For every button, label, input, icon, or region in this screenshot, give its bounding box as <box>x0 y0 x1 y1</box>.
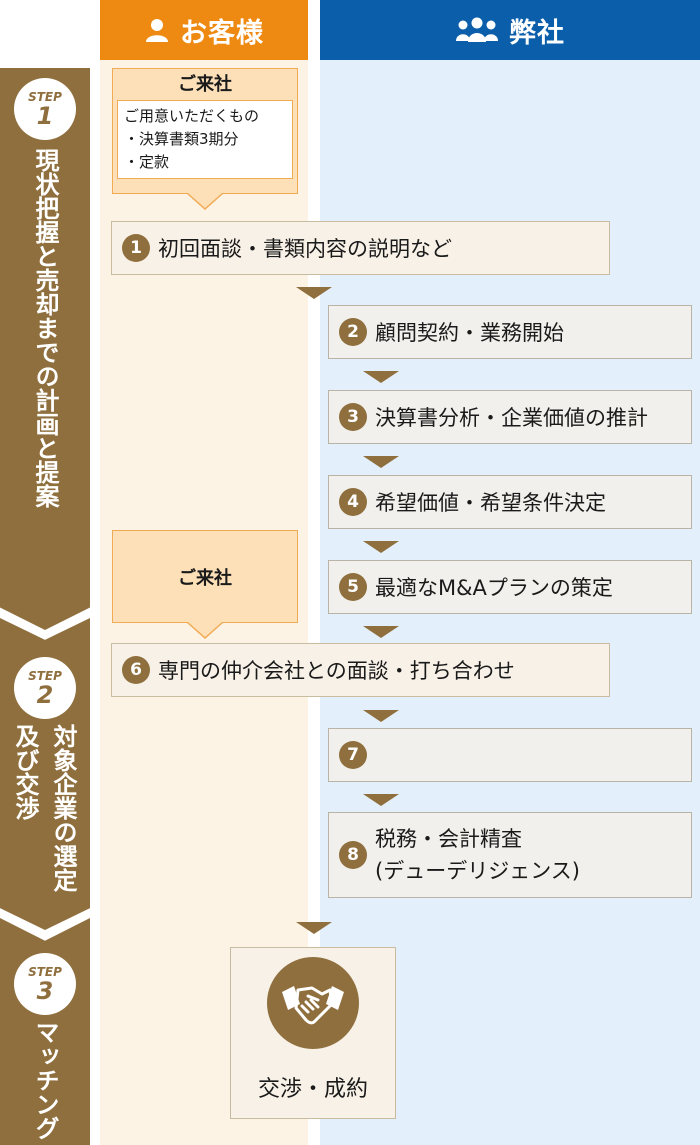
step1-bar <box>0 68 90 630</box>
visit-title-2: ご来社 <box>178 567 232 589</box>
visit-title-1: ご来社 <box>178 74 232 95</box>
flow-step-8-number: 8 <box>339 841 367 869</box>
flow-step-2-number: 2 <box>339 318 367 346</box>
needs-title: ご用意いただくもの <box>124 107 260 125</box>
person-icon <box>146 19 168 42</box>
flow-step-4-text: 希望価値・希望条件決定 <box>375 491 606 515</box>
arrow-4 <box>363 541 399 553</box>
arrow-1 <box>296 287 332 299</box>
flow-step-5-text: 最適なM&Aプランの策定 <box>375 576 613 600</box>
visit-box-1: ご来社 ご用意いただくもの ・決算書類3期分 ・定款 <box>112 68 298 194</box>
flow-step-5-number: 5 <box>339 573 367 601</box>
step2-badge: STEP 2 <box>14 657 76 719</box>
flow-step-3-text: 決算書分析・企業価値の推計 <box>375 406 648 430</box>
needs-item-1: ・決算書類3期分 <box>124 130 239 148</box>
flow-step-6: 6 専門の仲介会社との面談・打ち合わせ <box>111 643 610 697</box>
step1-number: 1 <box>36 101 54 130</box>
arrow-8 <box>296 922 332 934</box>
flow-step-7-number: 7 <box>339 741 367 769</box>
arrow-2 <box>363 371 399 383</box>
needs-item-2: ・定款 <box>124 153 170 171</box>
flow-step-8: 8 税務・会計精査 (デューデリジェンス) <box>328 812 692 898</box>
handshake-icon <box>267 957 359 1049</box>
arrow-6 <box>363 710 399 722</box>
step3-label: STEP <box>28 964 62 979</box>
flow-step-2-text: 顧問契約・業務開始 <box>375 321 564 345</box>
step1-title: 現状把握と売却までの計画と提案 <box>31 148 59 508</box>
flow-step-1-text: 初回面談・書類内容の説明など <box>158 237 452 261</box>
flow-step-4-number: 4 <box>339 488 367 516</box>
flow-step-2: 2 顧問契約・業務開始 <box>328 305 692 359</box>
step1-badge: STEP 1 <box>14 78 76 140</box>
flow-step-5: 5 最適なM&Aプランの策定 <box>328 560 692 614</box>
visit-pointer-2-inner <box>188 622 222 637</box>
visit-pointer-1-inner <box>188 193 222 208</box>
needs-box: ご用意いただくもの ・決算書類3期分 ・定款 <box>117 100 293 179</box>
arrow-5 <box>363 626 399 638</box>
step2-title-line1: 対象企業の選定 <box>49 724 77 892</box>
flow-step-7: 7 <box>328 728 692 782</box>
arrow-3 <box>363 456 399 468</box>
flow-step-8-line1: 税務・会計精査 <box>375 827 522 851</box>
customer-header: お客様 <box>100 0 308 60</box>
step2-title-line2: 及び交渉 <box>11 724 39 820</box>
step3-badge: STEP 3 <box>14 953 76 1015</box>
step3-title: マッチング <box>31 1020 59 1140</box>
visit-box-2: ご来社 <box>112 530 298 623</box>
flow-step-1: 1 初回面談・書類内容の説明など <box>111 221 610 275</box>
step1-label: STEP <box>28 89 62 104</box>
company-header-label: 弊社 <box>509 17 565 49</box>
flow-step-3: 3 決算書分析・企業価値の推計 <box>328 390 692 444</box>
step3-number: 3 <box>36 976 54 1005</box>
arrow-7 <box>363 794 399 806</box>
customer-header-label: お客様 <box>180 17 264 49</box>
flow-step-8-line2: (デューデリジェンス) <box>375 859 580 883</box>
step2-label: STEP <box>28 668 62 683</box>
final-text: 交渉・成約 <box>257 1077 368 1102</box>
flow-step-6-text: 専門の仲介会社との面談・打ち合わせ <box>158 659 515 683</box>
flow-step-6-number: 6 <box>122 656 150 684</box>
final-box: 交渉・成約 <box>230 947 396 1119</box>
step2-number: 2 <box>36 680 54 709</box>
flow-step-4: 4 希望価値・希望条件決定 <box>328 475 692 529</box>
flow-step-8-text: 税務・会計精査 (デューデリジェンス) <box>375 823 580 887</box>
flow-step-1-number: 1 <box>122 234 150 262</box>
company-header: 弊社 <box>320 0 700 60</box>
group-icon <box>456 17 498 42</box>
flow-step-3-number: 3 <box>339 403 367 431</box>
